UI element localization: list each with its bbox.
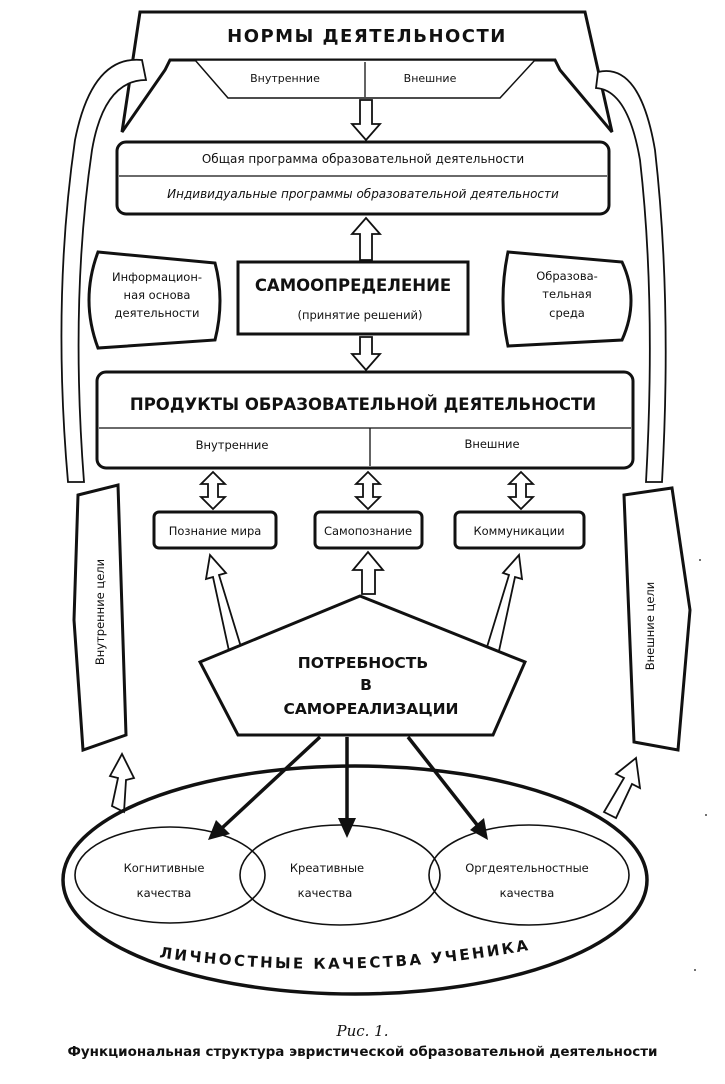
general-program-label: Общая программа образовательной деятельн… bbox=[202, 152, 524, 166]
creative-line-2: качества bbox=[298, 886, 353, 900]
outcome-communication: Коммуникации bbox=[453, 510, 586, 550]
creative-ellipse bbox=[239, 824, 441, 926]
need-block: ПОТРЕБНОСТЬ В САМОРЕАЛИЗАЦИИ bbox=[197, 594, 527, 737]
info-basis-block: Информацион- ная основа деятельности bbox=[87, 250, 222, 350]
products-external-label: Внешние bbox=[464, 437, 519, 451]
left-feedback-loop: Внутренние цели bbox=[60, 58, 148, 814]
self-determination-block: САМООПРЕДЕЛЕНИЕ (принятие решений) bbox=[236, 260, 470, 336]
need-pentagon bbox=[197, 594, 527, 737]
edu-environment-block: Образова- тельная среда bbox=[501, 250, 633, 348]
arrow-need-to-world bbox=[204, 552, 243, 653]
external-goals-shape bbox=[622, 486, 692, 752]
edu-environment-shape bbox=[501, 250, 633, 348]
norms-external-label: Внешние bbox=[404, 72, 457, 85]
cognitive-ellipse bbox=[74, 826, 266, 924]
creative-line-1: Креативные bbox=[290, 861, 364, 875]
info-basis-shape bbox=[87, 250, 222, 350]
arrow-selfdet-to-products bbox=[350, 336, 382, 372]
programs-block: Общая программа образовательной деятельн… bbox=[115, 140, 611, 216]
internal-goals-label: Внутренние цели bbox=[93, 559, 107, 665]
self-determination-box bbox=[236, 260, 470, 336]
products-block: ПРОДУКТЫ ОБРАЗОВАТЕЛЬНОЙ ДЕЯТЕЛЬНОСТИ Вн… bbox=[95, 370, 635, 470]
qualities-label: ЛИЧНОСТНЫЕ КАЧЕСТВА УЧЕНИКА bbox=[159, 936, 532, 973]
outcome-communication-label: Коммуникации bbox=[473, 524, 564, 538]
programs-box bbox=[115, 140, 611, 216]
individual-programs-label: Индивидуальные программы образовательной… bbox=[167, 187, 559, 201]
outcome-world-label: Познание мира bbox=[169, 524, 262, 538]
double-arrow-communication bbox=[506, 470, 536, 511]
arrow-selfdet-to-programs bbox=[350, 216, 382, 261]
external-goals-label: Внешние цели bbox=[643, 582, 657, 670]
cognitive-line-2: качества bbox=[137, 886, 192, 900]
internal-goals-shape bbox=[72, 483, 128, 753]
arrow-need-to-organizational-line bbox=[406, 735, 480, 828]
edu-environment-line-1: Образова- bbox=[536, 269, 598, 283]
double-arrow-world bbox=[198, 470, 228, 511]
products-box bbox=[95, 370, 635, 470]
figure-number: Рис. 1. bbox=[336, 1022, 389, 1040]
arrow-need-to-communication bbox=[485, 552, 524, 653]
organizational-line-2: качества bbox=[500, 886, 555, 900]
self-determination-subtitle: (принятие решений) bbox=[297, 308, 422, 322]
organizational-line-1: Оргдеятельностные bbox=[465, 861, 589, 875]
outcome-self-label: Самопознание bbox=[324, 524, 412, 538]
products-title: ПРОДУКТЫ ОБРАЗОВАТЕЛЬНОЙ ДЕЯТЕЛЬНОСТИ bbox=[130, 395, 596, 414]
outcome-self-box bbox=[313, 510, 424, 550]
edu-environment-line-3: среда bbox=[549, 306, 585, 320]
print-speck bbox=[705, 814, 707, 816]
qualities-label-path: ЛИЧНОСТНЫЕ КАЧЕСТВА УЧЕНИКА bbox=[159, 936, 530, 973]
need-line-3: САМОРЕАЛИЗАЦИИ bbox=[283, 700, 458, 718]
figure-caption: Функциональная структура эвристической о… bbox=[67, 1044, 658, 1060]
arrow-need-to-cognitive-line bbox=[220, 735, 322, 830]
print-speck bbox=[694, 969, 696, 971]
organizational-ellipse bbox=[428, 824, 630, 926]
double-arrow-self bbox=[353, 470, 383, 511]
products-internal-label: Внутренние bbox=[196, 438, 269, 452]
arrow-norms-to-programs bbox=[350, 99, 382, 142]
self-determination-title: САМООПРЕДЕЛЕНИЕ bbox=[255, 276, 451, 295]
info-basis-line-2: ная основа bbox=[124, 288, 191, 302]
cognitive-line-1: Когнитивные bbox=[124, 861, 205, 875]
arrow-need-to-self bbox=[351, 550, 385, 595]
outcome-world: Познание мира bbox=[152, 510, 278, 550]
right-feedback-loop: Внешние цели bbox=[594, 70, 692, 820]
left-curve bbox=[60, 58, 148, 483]
norms-title: НОРМЫ ДЕЯТЕЛЬНОСТИ bbox=[227, 26, 507, 47]
need-to-qualities-arrows bbox=[208, 735, 488, 840]
info-basis-line-3: деятельности bbox=[115, 306, 200, 320]
need-line-1: ПОТРЕБНОСТЬ bbox=[298, 654, 428, 672]
arrow-need-to-organizational-head bbox=[470, 818, 488, 840]
arrow-need-to-creative-head bbox=[338, 818, 356, 838]
need-line-2: В bbox=[360, 676, 372, 694]
norms-block: НОРМЫ ДЕЯТЕЛЬНОСТИ Внутренние Внешние bbox=[120, 10, 614, 133]
arrow-qualities-to-external-goals bbox=[602, 756, 642, 820]
norms-internal-label: Внутренние bbox=[250, 72, 320, 85]
arrow-qualities-to-internal-goals bbox=[108, 752, 136, 814]
norms-outer-shape bbox=[120, 10, 614, 133]
outcome-world-box bbox=[152, 510, 278, 550]
qualities-block: Когнитивные качества Креативные качества… bbox=[61, 764, 649, 996]
outcome-communication-box bbox=[453, 510, 586, 550]
right-curve bbox=[594, 70, 667, 483]
edu-environment-line-2: тельная bbox=[542, 287, 591, 301]
print-speck bbox=[699, 559, 701, 561]
info-basis-line-1: Информацион- bbox=[112, 270, 202, 284]
outcome-self: Самопознание bbox=[313, 510, 424, 550]
qualities-outer-ellipse bbox=[61, 764, 649, 996]
